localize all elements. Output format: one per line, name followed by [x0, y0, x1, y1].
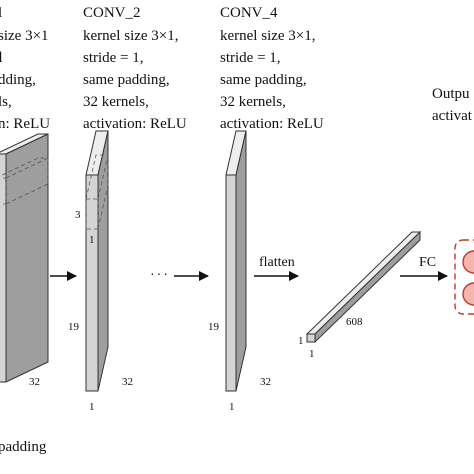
layers-ellipsis: ··· — [150, 268, 170, 283]
flatten-label: flatten — [259, 255, 295, 270]
conv4-box-side — [235, 130, 247, 392]
conv2-box-side — [97, 130, 109, 392]
fc-label: FC — [419, 255, 436, 270]
flat-vector-front — [306, 333, 316, 343]
flat-vector-height-label: 1 — [298, 335, 304, 347]
flattened-vector: 608 1 1 — [298, 230, 422, 360]
output-title: Outpu — [432, 86, 470, 102]
conv2-description: CONV_2 kernel size 3×1, stride = 1, same… — [83, 5, 187, 132]
conv2-title: CONV_2 — [83, 5, 141, 21]
conv1-kernel-size: size 3×1 — [0, 28, 49, 44]
conv4-height-label: 19 — [208, 321, 220, 333]
conv2-width-label: 1 — [89, 401, 95, 413]
conv1-description: l size 3×1 l dding, ls, n: ReLU — [0, 5, 50, 132]
output-node-2 — [462, 282, 474, 306]
conv2-height-label: 19 — [68, 321, 80, 333]
conv4-width-label: 1 — [229, 401, 235, 413]
conv4-depth-label: 32 — [260, 376, 271, 388]
conv1-padding: dding, — [0, 72, 36, 88]
output-node-1 — [462, 250, 474, 274]
conv1-box-side — [5, 133, 49, 383]
conv1-depth-label: 32 — [29, 376, 40, 388]
conv2-kernel-size: kernel size 3×1, — [83, 28, 179, 44]
conv1-kernels: ls, — [0, 94, 12, 110]
conv1-kernel-window — [0, 157, 49, 205]
conv2-feature-map: 3 1 19 32 1 — [68, 130, 133, 413]
flat-vector-top — [305, 231, 422, 335]
conv4-activation: activation: ReLU — [220, 116, 324, 132]
conv1-title: l — [0, 5, 2, 21]
conv4-padding: same padding, — [220, 72, 307, 88]
flat-vector-width-label: 1 — [309, 348, 315, 360]
conv4-title: CONV_4 — [220, 5, 278, 21]
conv4-box-front — [225, 174, 237, 392]
conv2-depth-label: 32 — [122, 376, 133, 388]
output-activation: activat — [432, 108, 473, 124]
conv4-kernels: 32 kernels, — [220, 94, 286, 110]
conv4-kernel-size: kernel size 3×1, — [220, 28, 316, 44]
conv4-description: CONV_4 kernel size 3×1, stride = 1, same… — [220, 5, 324, 132]
conv2-box-front — [85, 174, 99, 392]
conv4-stride: stride = 1, — [220, 50, 281, 66]
conv1-box-front — [0, 153, 7, 383]
conv1-feature-map: 32 — [0, 133, 49, 388]
conv2-stride: stride = 1, — [83, 50, 144, 66]
conv2-padding: same padding, — [83, 72, 170, 88]
conv4-feature-map: 19 32 1 — [208, 130, 271, 413]
conv2-kernel-window — [85, 154, 109, 230]
conv2-kernel-width-label: 1 — [89, 234, 95, 246]
conv1-stride: l — [0, 50, 2, 66]
conv2-kernel-height-label: 3 — [75, 209, 81, 221]
conv1-bottom-note: padding — [0, 439, 47, 455]
flat-vector-side — [314, 230, 421, 344]
flat-vector-length-label: 608 — [346, 316, 363, 328]
conv1-activation: n: ReLU — [0, 116, 50, 132]
output-layer: Outpu activat — [432, 86, 474, 315]
conv2-kernels: 32 kernels, — [83, 94, 149, 110]
output-group-border — [454, 239, 474, 315]
conv2-activation: activation: ReLU — [83, 116, 187, 132]
